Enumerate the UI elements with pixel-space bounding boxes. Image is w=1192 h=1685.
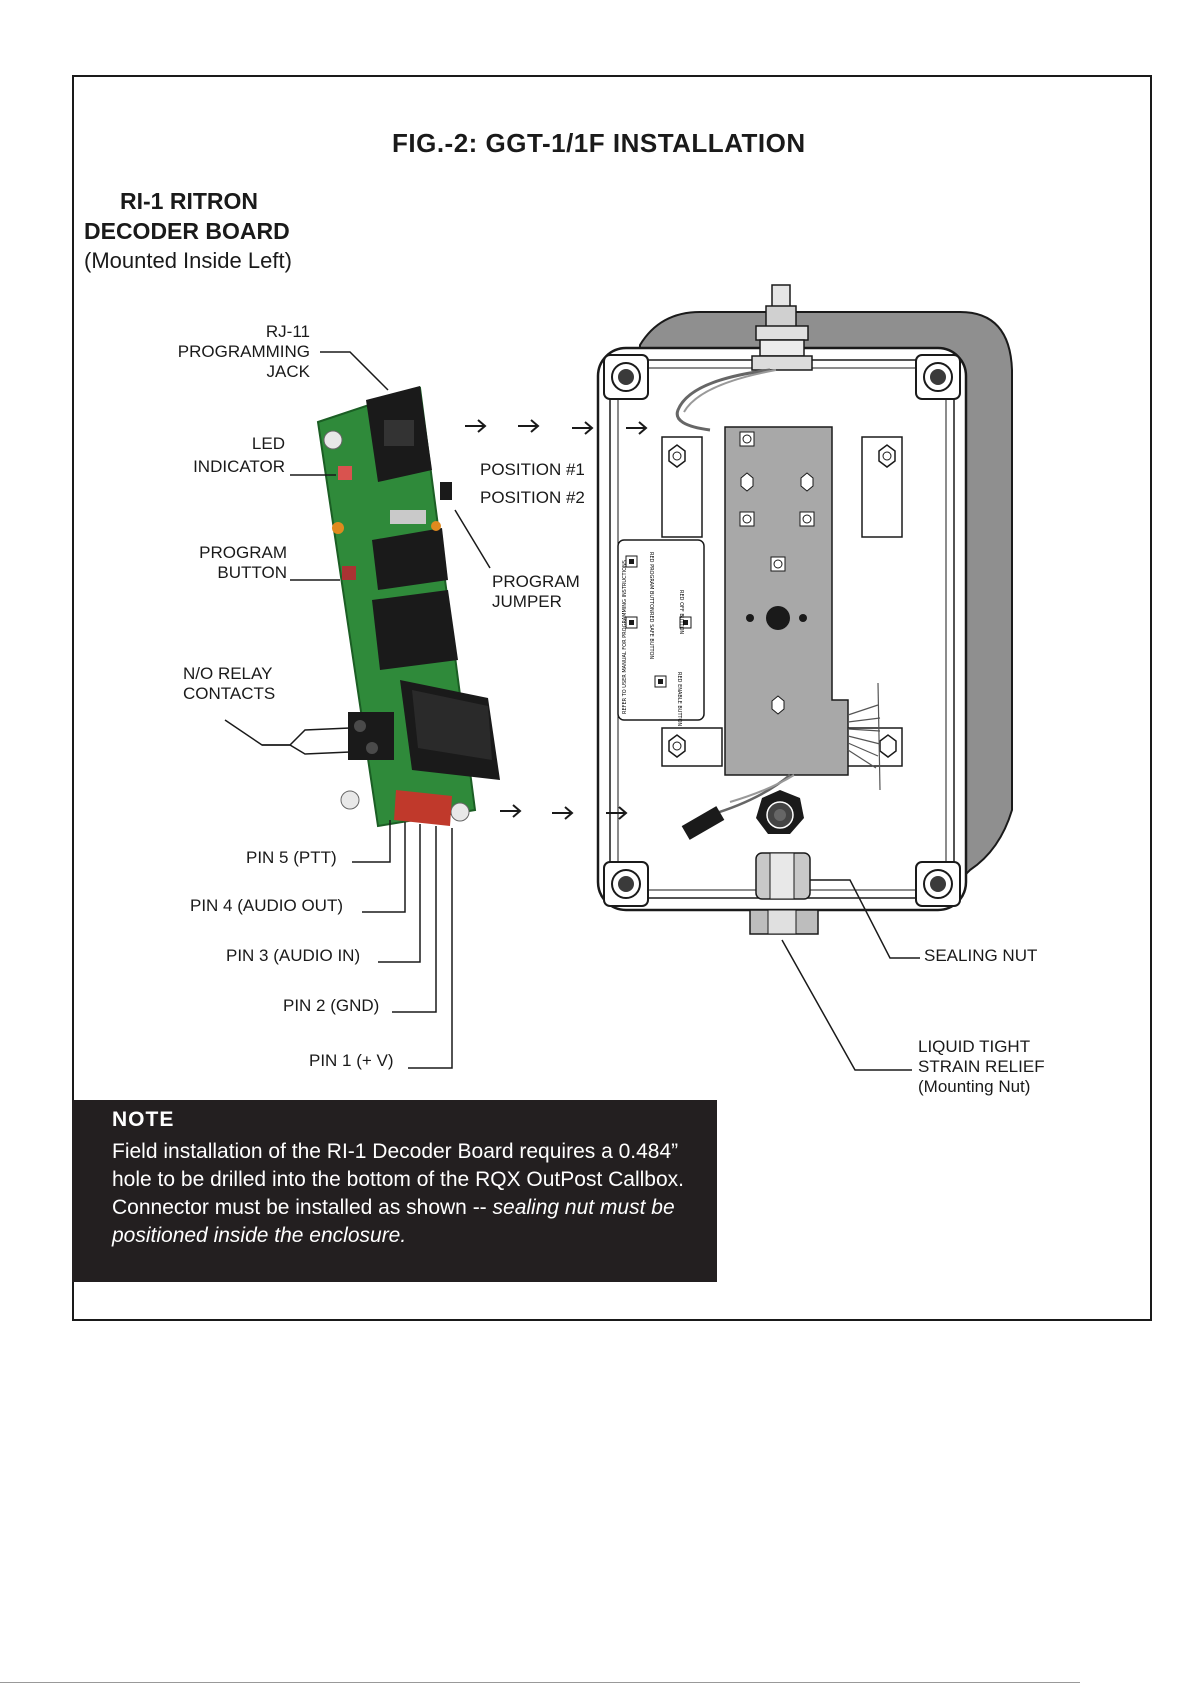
corner-screw-bottom-right [915,861,961,907]
label-rj11-line3: JACK [266,362,310,381]
label-led-line2: INDICATOR [193,457,285,476]
label-strain-line1: LIQUID TIGHT [918,1037,1031,1056]
page-bottom-rule [0,1682,1080,1683]
note-body: Field installation of the RI-1 Decoder B… [112,1138,703,1250]
note-body-text: Field installation of the RI-1 Decoder B… [112,1140,684,1219]
arrows [465,419,648,820]
label-rj11-line1: RJ-11 [265,322,310,341]
corner-screw-top-left [603,354,649,400]
label-pin3: PIN 3 (AUDIO IN) [226,946,361,965]
enclosure: RED PROGRAM BUTTON RED OFF BUTTON RED SA… [596,284,1013,935]
figure-frame [72,75,1152,1321]
leader-lines [224,351,920,1071]
label-sealing-nut: SEALING NUT [924,946,1038,965]
label-strain-line3: (Mounting Nut) [918,1077,1031,1096]
strain-relief [749,852,819,935]
label-led-line1: LED [251,434,285,453]
panel-label-red-off: RED OFF BUTTON [678,590,684,634]
corner-screw-bottom-left [603,861,649,907]
label-position2: POSITION #2 [480,488,585,507]
label-relay-line2: CONTACTS [183,684,276,703]
label-program-button-line1: PROGRAM [199,543,287,562]
board-title-line1: RI-1 RITRON [120,188,258,214]
board-title-line2: DECODER BOARD [84,218,290,244]
label-jumper-line1: PROGRAM [492,572,580,591]
arrow-icon [606,806,628,820]
label-relay-line1: N/O RELAY [183,664,273,683]
ribbon-cable [847,682,881,791]
label-rj11-line2: PROGRAMMING [177,342,310,361]
arrow-icon [626,421,648,435]
arrow-icon [572,421,594,435]
arrow-icon [552,806,574,820]
label-program-button-line2: BUTTON [217,563,287,582]
label-jumper-line2: JUMPER [492,592,562,611]
board-title-line3: (Mounted Inside Left) [84,248,292,273]
note-heading: NOTE [112,1108,175,1131]
decoder-board [316,386,500,828]
corner-screw-top-right [915,354,961,400]
label-pin5: PIN 5 (PTT) [246,848,337,867]
arrow-icon [500,804,522,818]
antenna-connector [751,284,813,371]
label-pin2: PIN 2 (GND) [283,996,380,1015]
panel-label-red-program: RED PROGRAM BUTTON [648,552,654,612]
label-pin1: PIN 1 (+ V) [309,1051,394,1070]
panel-label-refer: REFER TO USER MANUAL FOR PROGRAMMING INS… [622,560,628,714]
arrow-icon [465,419,487,433]
label-strain-line2: STRAIN RELIEF [918,1057,1045,1076]
panel-label-red-safe: RED SAFE BUTTON [648,612,654,659]
figure-title: FIG.-2: GGT-1/1F INSTALLATION [392,128,806,158]
panel-label-red-enable: RED ENABLE BUTTON [676,672,682,726]
label-pin4: PIN 4 (AUDIO OUT) [190,896,344,915]
arrow-icon [518,419,540,433]
note-box: NOTE Field installation of the RI-1 Deco… [72,1100,717,1282]
note-body-italic: sealing nut must be positioned inside th… [112,1196,675,1247]
label-position1: POSITION #1 [480,460,585,479]
